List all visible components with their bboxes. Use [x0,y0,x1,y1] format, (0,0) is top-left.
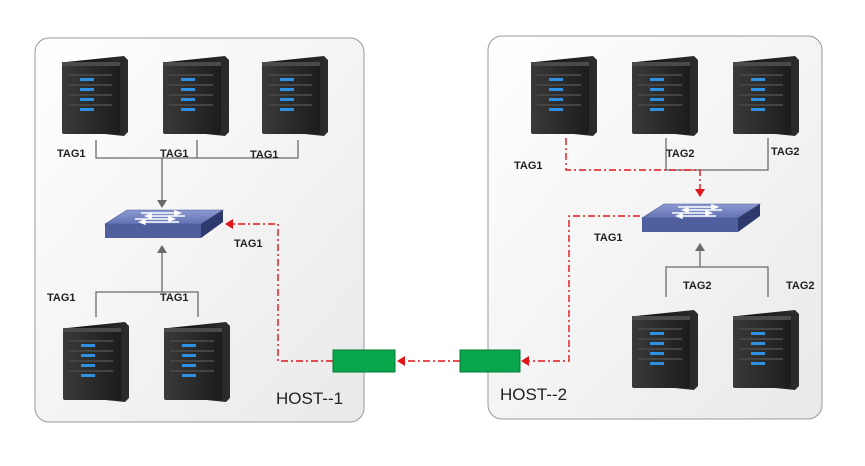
server-tower-icon [63,322,129,402]
host-1-links [95,140,299,317]
tag-label: TAG2 [666,148,695,160]
host-2-links [665,138,769,297]
tag-label: TAG1 [57,148,86,160]
server-tower-icon [163,56,229,136]
tag-label: TAG2 [771,146,800,158]
server-tower-icon [531,56,597,136]
tunnel-links [225,138,705,366]
server-tower-icon [632,310,698,390]
tag-label: TAG1 [594,232,623,244]
tag-label: TAG1 [160,292,189,304]
tag-label: TAG1 [250,149,279,161]
tunnel-port-host-2 [459,349,521,373]
network-switch-icon [641,203,761,233]
server-tower-icon [632,56,698,136]
tag-label: TAG1 [47,292,76,304]
host-1-label: HOST--1 [276,389,343,408]
host-2-label: HOST--2 [500,385,567,404]
tag-label: TAG2 [786,280,815,292]
server-tower-icon [733,310,799,390]
server-tower-icon [164,322,230,402]
tag-label: TAG1 [234,238,263,250]
network-switch-icon [104,209,224,239]
tunnel-port-host-1 [332,349,396,373]
server-tower-icon [733,56,799,136]
tag-label: TAG2 [683,280,712,292]
server-tower-icon [62,56,128,136]
tag-label: TAG1 [160,148,189,160]
tag-label: TAG1 [514,160,543,172]
server-tower-icon [262,56,328,136]
